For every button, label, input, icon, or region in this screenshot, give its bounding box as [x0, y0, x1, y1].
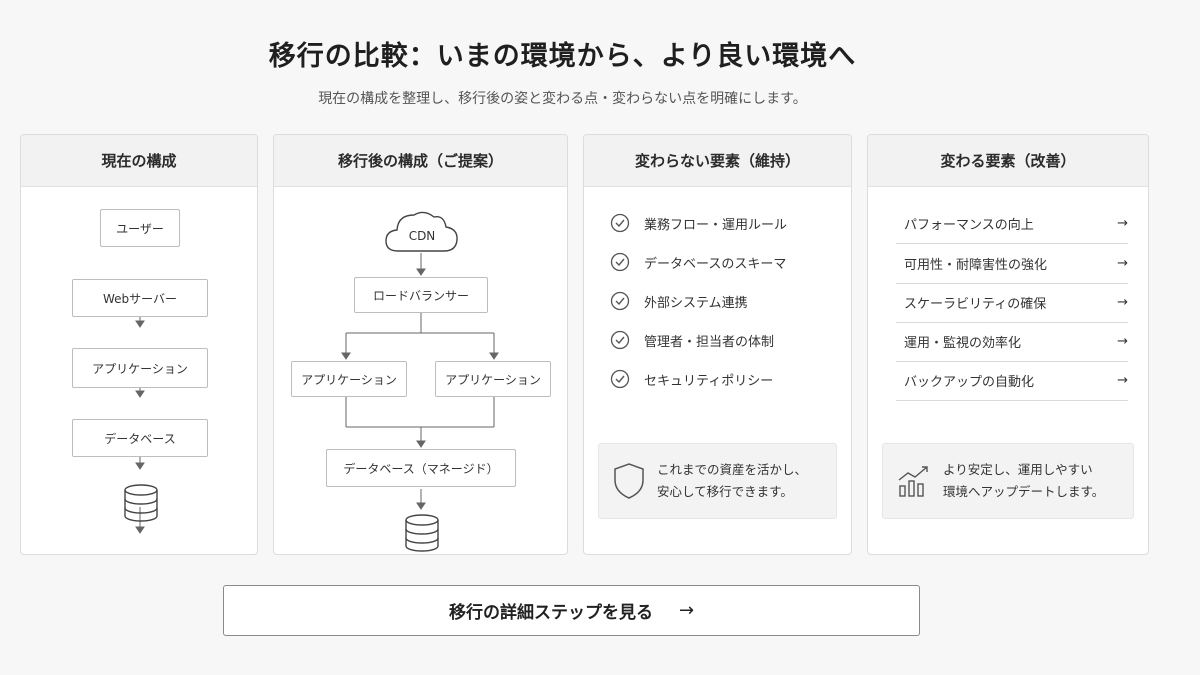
improvement-item[interactable]: 可用性・耐障害性の強化 → — [896, 244, 1128, 284]
unchanged-note: これまでの資産を活かし、 安心して移行できます。 — [598, 443, 837, 519]
load-balancer-node: ロードバランサー — [354, 277, 488, 313]
unchanged-item-label: データベースのスキーマ — [644, 256, 787, 272]
check-circle-icon — [610, 213, 630, 233]
unchanged-item-label: 管理者・担当者の体制 — [644, 334, 775, 350]
arrow-right-icon: → — [1117, 295, 1128, 310]
check-circle-icon — [610, 369, 630, 389]
unchanged-item: セキュリティポリシー — [610, 369, 773, 389]
unchanged-item-label: 外部システム連携 — [644, 295, 748, 311]
card-title-unchanged: 変わらない要素（維持） — [584, 135, 851, 187]
changed-note-line2: 環境へアップデートします。 — [943, 484, 1105, 499]
changed-note: より安定し、運用しやすい 環境へアップデートします。 — [882, 443, 1134, 519]
cdn-cloud-icon — [385, 211, 458, 252]
check-circle-icon — [610, 330, 630, 350]
arrow-right-icon: → — [1117, 216, 1128, 231]
improvement-item[interactable]: 運用・監視の効率化 → — [896, 322, 1128, 362]
improvement-item[interactable]: スケーラビリティの確保 → — [896, 283, 1128, 323]
card-title-future: 移行後の構成（ご提案） — [274, 135, 567, 187]
check-circle-icon — [610, 291, 630, 311]
unchanged-item: 管理者・担当者の体制 — [610, 330, 774, 350]
growth-chart-icon — [898, 466, 928, 497]
unchanged-item-label: セキュリティポリシー — [644, 373, 774, 389]
unchanged-note-line1: これまでの資産を活かし、 — [657, 462, 808, 477]
database-node: データベース — [72, 419, 208, 457]
application-node: アプリケーション — [72, 348, 208, 388]
migration-steps-button[interactable]: 移行の詳細ステップを見る → — [223, 585, 920, 636]
improvement-item-label: 運用・監視の効率化 — [904, 336, 1022, 351]
improvement-item-label: バックアップの自動化 — [904, 375, 1035, 390]
user-node: ユーザー — [100, 209, 180, 247]
improvement-item[interactable]: バックアップの自動化 → — [896, 361, 1128, 401]
improvement-item-label: スケーラビリティの確保 — [904, 297, 1047, 312]
changed-elements-card: 変わる要素（改善） パフォーマンスの向上 → 可用性・耐障害性の強化 → スケー… — [867, 134, 1149, 555]
shield-icon — [614, 463, 644, 499]
unchanged-item: 外部システム連携 — [610, 291, 748, 311]
database-icon — [405, 514, 439, 552]
database-icon — [124, 484, 158, 522]
application-node-2: アプリケーション — [435, 361, 551, 397]
card-title-changed: 変わる要素（改善） — [868, 135, 1148, 187]
unchanged-elements-card: 変わらない要素（維持） 業務フロー・運用ルール データベースのスキーマ 外部シス… — [583, 134, 852, 555]
web-server-node: Webサーバー — [72, 279, 208, 317]
improvement-item-label: パフォーマンスの向上 — [904, 218, 1034, 233]
page-title: 移行の比較：いまの環境から、より良い環境へ — [268, 41, 857, 72]
arrow-right-icon: → — [1117, 334, 1128, 349]
check-circle-icon — [610, 252, 630, 272]
unchanged-item: 業務フロー・運用ルール — [610, 213, 787, 233]
current-architecture-card: 現在の構成 ユーザー Webサーバー アプリケーション データベース — [20, 134, 258, 555]
improvement-item-label: 可用性・耐障害性の強化 — [904, 258, 1048, 273]
improvement-item[interactable]: パフォーマンスの向上 → — [896, 204, 1128, 244]
card-title-current: 現在の構成 — [21, 135, 257, 187]
unchanged-note-line2: 安心して移行できます。 — [657, 484, 793, 499]
arrow-right-icon: → — [1117, 373, 1128, 388]
managed-database-node: データベース（マネージド） — [326, 449, 516, 487]
migration-steps-button-label: 移行の詳細ステップを見る — [448, 603, 653, 623]
page-subtitle: 現在の構成を整理し、移行後の姿と変わる点・変わらない点を明確にします。 — [318, 91, 807, 107]
arrow-right-icon: → — [678, 600, 695, 621]
unchanged-item: データベースのスキーマ — [610, 252, 786, 272]
arrow-right-icon: → — [1117, 256, 1128, 271]
unchanged-item-label: 業務フロー・運用ルール — [644, 217, 788, 233]
changed-note-line1: より安定し、運用しやすい — [943, 462, 1093, 477]
future-architecture-card: 移行後の構成（ご提案） CDN ロードバランサー アプリケーション アプリケーシ… — [273, 134, 568, 555]
application-node-1: アプリケーション — [291, 361, 407, 397]
cdn-label: CDN — [408, 229, 436, 243]
